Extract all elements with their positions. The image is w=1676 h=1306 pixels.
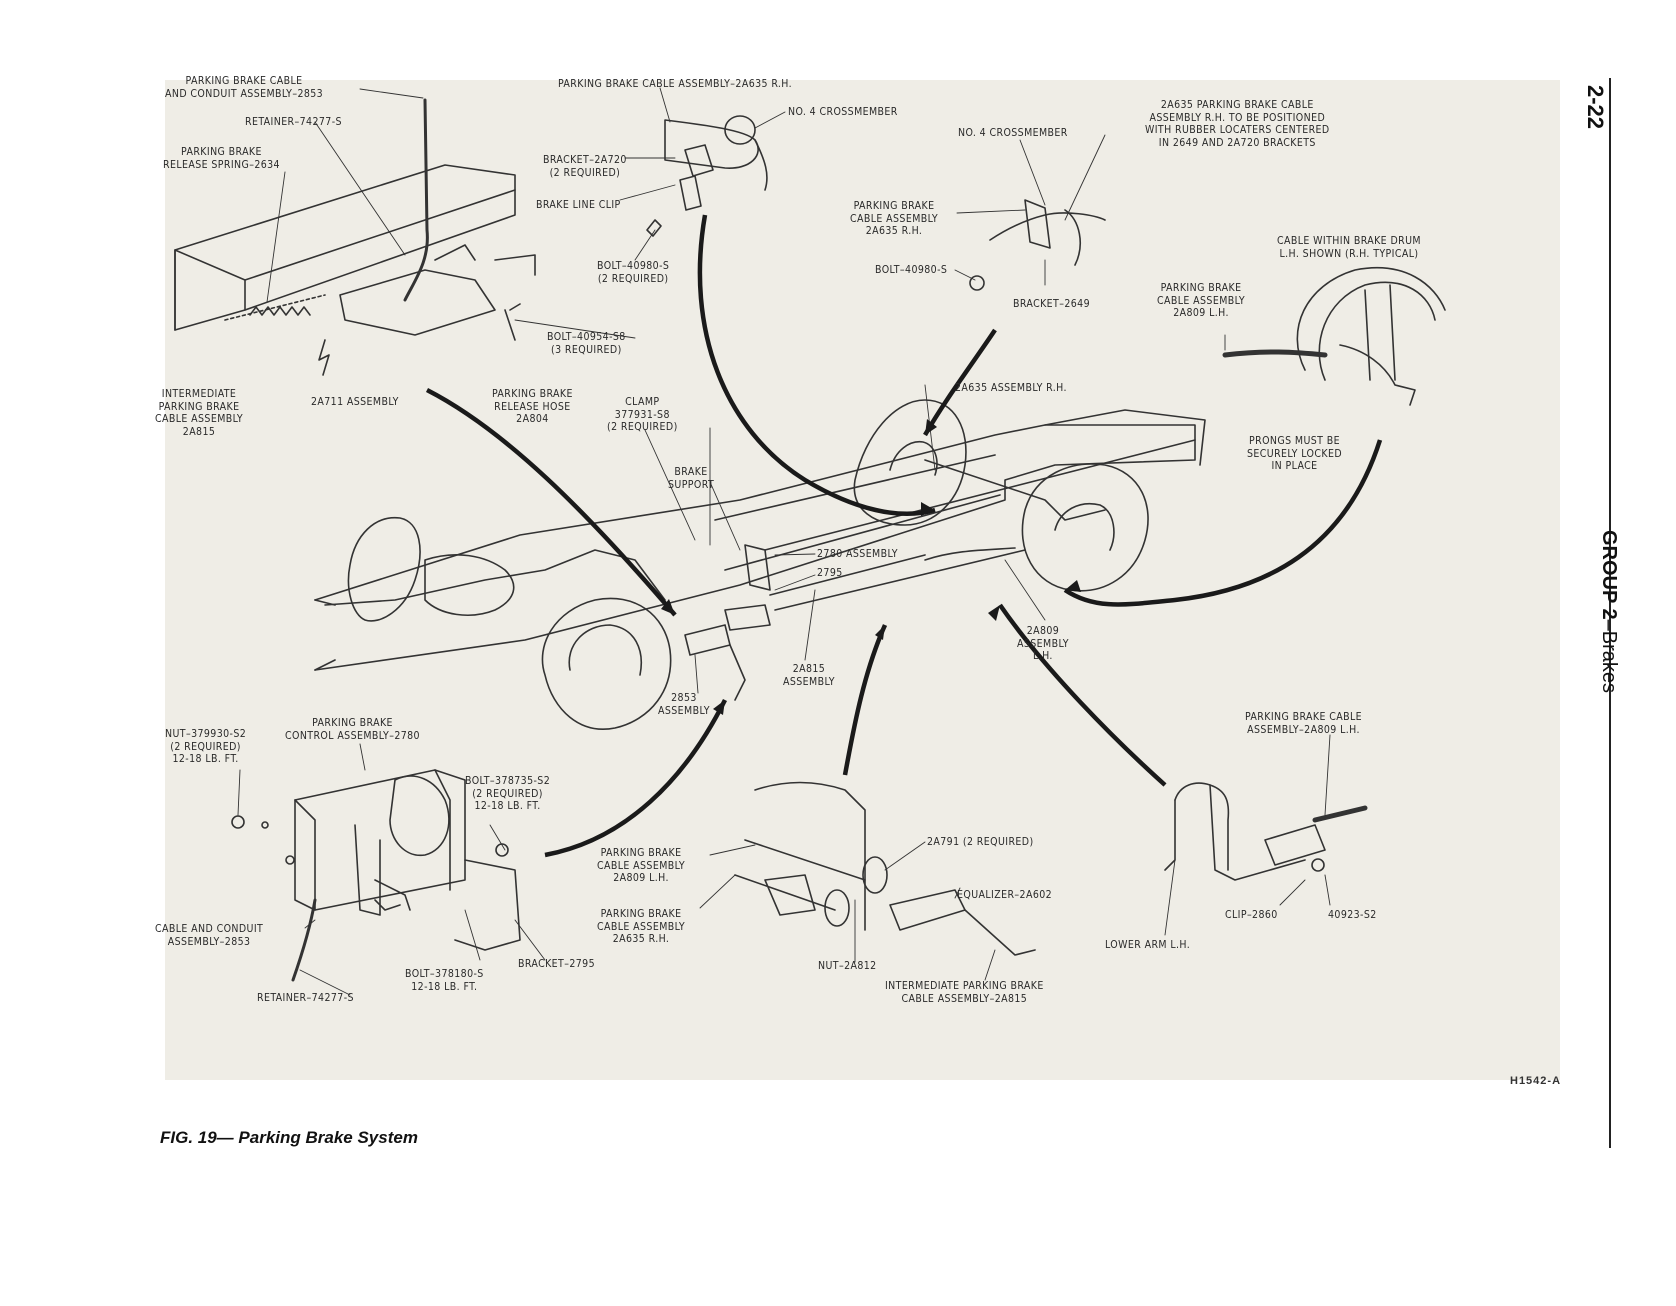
bottom-center-equalizer [734,781,1036,956]
label-clamp: CLAMP 377931-S8 (2 REQUIRED) [607,396,678,433]
label-retainer-bottom: RETAINER–74277-S [257,992,354,1004]
group-label: GROUP 2 [1598,530,1620,620]
label-2a791: 2A791 (2 REQUIRED) [927,836,1034,848]
label-nut-2a812: NUT–2A812 [818,960,877,972]
label-cable-2a635-bottom: PARKING BRAKE CABLE ASSEMBLY 2A635 R.H. [597,908,686,945]
label-cable-2a809-bottom: PARKING BRAKE CABLE ASSEMBLY 2A809 L.H. [597,847,686,884]
page-number: 2-22 [1583,85,1608,130]
label-lower-arm: LOWER ARM L.H. [1105,939,1191,951]
label-release-spring: PARKING BRAKE RELEASE SPRING–2634 [163,146,280,171]
label-2853-assembly: 2853 ASSEMBLY [658,692,710,717]
label-parking-brake-cable-conduit-2853: PARKING BRAKE CABLE AND CONDUIT ASSEMBLY… [165,75,324,100]
label-control-assembly-2780: PARKING BRAKE CONTROL ASSEMBLY–2780 [285,717,420,742]
callout-arrows [425,214,1383,858]
label-2a815-assembly: 2A815 ASSEMBLY [783,663,835,688]
label-2a711-assembly: 2A711 ASSEMBLY [311,396,399,408]
label-cable-2a635-top: PARKING BRAKE CABLE ASSEMBLY–2A635 R.H. [558,78,793,90]
label-cable-2a635-right: PARKING BRAKE CABLE ASSEMBLY 2A635 R.H. [850,200,939,237]
label-nut-379930: NUT–379930-S2 (2 REQUIRED) 12-18 LB. FT. [165,728,247,765]
top-right-detail [969,199,1106,291]
label-2a635-assembly: 2A635 ASSEMBLY R.H. [955,382,1067,394]
label-prongs-note: PRONGS MUST BE SECURELY LOCKED IN PLACE [1247,435,1342,472]
label-cable-2a809-right: PARKING BRAKE CABLE ASSEMBLY–2A809 L.H. [1245,711,1363,736]
bottom-right-lower-arm [1164,782,1368,881]
label-brake-line-clip: BRAKE LINE CLIP [536,199,621,211]
leader-lines [237,87,1331,996]
group-section: –Brakes [1598,619,1620,694]
label-retainer-top: RETAINER–74277-S [245,116,342,128]
rear-axle [853,399,1149,592]
front-suspension [314,516,672,730]
bottom-left-control [231,769,521,982]
label-equalizer-2a602: EQUALIZER–2A602 [957,889,1053,901]
label-bracket-2a720: BRACKET–2A720 (2 REQUIRED) [543,154,627,179]
label-intermediate-2a815-left: INTERMEDIATE PARKING BRAKE CABLE ASSEMBL… [155,388,244,438]
label-bracket-2795: BRACKET–2795 [518,958,595,970]
center-control [684,544,1026,701]
label-bracket-2649: BRACKET–2649 [1013,298,1090,310]
top-center-detail [646,115,768,237]
arrow-heads [661,419,1081,715]
chassis-frame [314,409,1206,671]
label-bolt-378180: BOLT–378180-S 12-18 LB. FT. [405,968,484,993]
label-intermediate-2a815-bottom: INTERMEDIATE PARKING BRAKE CABLE ASSEMBL… [885,980,1044,1005]
label-no4-crossmember-right: NO. 4 CROSSMEMBER [958,127,1068,139]
label-40923-s2: 40923-S2 [1328,909,1377,921]
label-cable-within-drum: CABLE WITHIN BRAKE DRUM L.H. SHOWN (R.H.… [1277,235,1421,260]
label-no4-crossmember-top: NO. 4 CROSSMEMBER [788,106,898,118]
label-cable-conduit-2853-bottom: CABLE AND CONDUIT ASSEMBLY–2853 [155,923,264,948]
diagram-artwork [174,87,1446,996]
label-2a809-assembly: 2A809 ASSEMBLY L.H. [1017,625,1069,662]
label-brake-support: BRAKE SUPPORT [668,466,715,491]
label-clip-2860: CLIP–2860 [1225,909,1278,921]
label-cable-2a809-drum: PARKING BRAKE CABLE ASSEMBLY 2A809 L.H. [1157,282,1246,319]
label-release-hose: PARKING BRAKE RELEASE HOSE 2A804 [492,388,573,425]
brake-drum-detail [1222,267,1446,406]
label-bolt-40980-top: BOLT–40980-S (2 REQUIRED) [597,260,670,285]
group-title: GROUP 2–Brakes [1597,530,1620,693]
figure-code: H1542-A [1510,1075,1562,1087]
label-bolt-40980-right: BOLT–40980-S [875,264,948,276]
margin-rule [1609,78,1611,1148]
label-2a635-positioning-note: 2A635 PARKING BRAKE CABLE ASSEMBLY R.H. … [1145,99,1330,149]
top-left-detail [174,98,536,376]
figure-caption: FIG. 19— Parking Brake System [160,1128,418,1147]
label-bolt-40954: BOLT–40954-S8 (3 REQUIRED) [547,331,626,356]
label-2780-assembly: 2780 ASSEMBLY [817,548,898,560]
label-bolt-378735: BOLT–378735-S2 (2 REQUIRED) 12-18 LB. FT… [465,775,551,812]
label-2795: 2795 [817,567,843,579]
parking-brake-diagram: PARKING BRAKE CABLE AND CONDUIT ASSEMBLY… [155,75,1560,1080]
